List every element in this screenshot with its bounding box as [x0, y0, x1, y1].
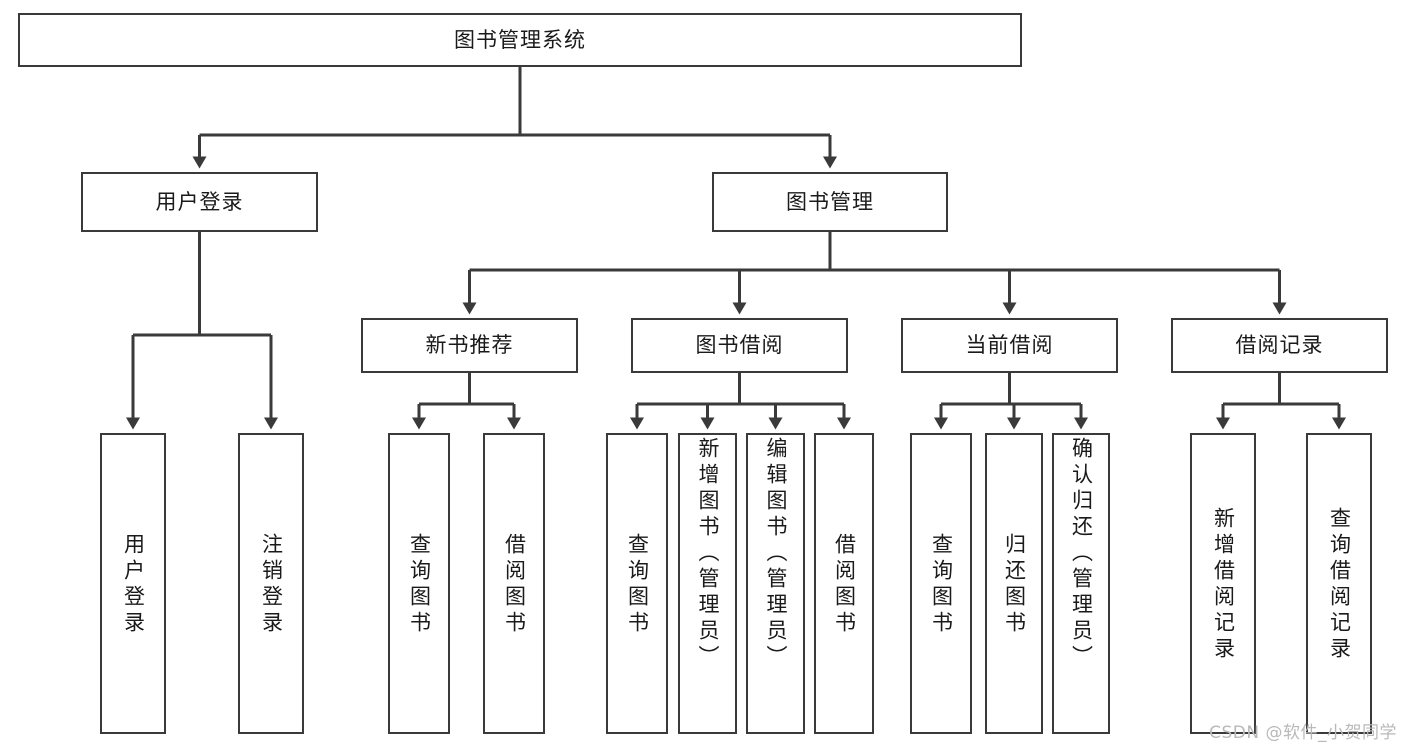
node-current-borrow-label: 当前借阅: [965, 333, 1054, 358]
leaf-query-books-recommend-label: 查询图书: [407, 532, 432, 637]
leaf-query-books-borrow-label: 查询图书: [625, 532, 650, 637]
node-root-label: 图书管理系统: [454, 27, 586, 52]
leaf-borrow-books-label: 借阅图书: [832, 532, 857, 637]
node-book-borrow[interactable]: 图书借阅: [631, 318, 848, 373]
leaf-query-books-current[interactable]: 查询图书: [910, 433, 972, 734]
leaf-add-book-admin-label: 新增图书（管理员）: [696, 437, 720, 671]
node-borrow-records-label: 借阅记录: [1235, 333, 1324, 358]
leaf-add-borrow-record[interactable]: 新增借阅记录: [1190, 433, 1256, 734]
node-user-login[interactable]: 用户登录: [81, 172, 318, 232]
leaf-return-books-label: 归还图书: [1002, 532, 1027, 637]
leaf-edit-book-admin[interactable]: 编辑图书（管理员）: [746, 433, 805, 734]
leaf-add-borrow-record-label: 新增借阅记录: [1211, 506, 1236, 663]
node-current-borrow[interactable]: 当前借阅: [901, 318, 1118, 373]
leaf-query-books-borrow[interactable]: 查询图书: [606, 433, 668, 734]
node-root[interactable]: 图书管理系统: [18, 13, 1022, 67]
csdn-watermark: CSDN @软件_小贺同学: [1209, 723, 1397, 743]
leaf-confirm-return-admin[interactable]: 确认归还（管理员）: [1052, 433, 1110, 734]
leaf-logout-login-label: 注销登录: [259, 532, 284, 637]
node-borrow-records[interactable]: 借阅记录: [1171, 318, 1388, 373]
leaf-query-books-recommend[interactable]: 查询图书: [388, 433, 450, 734]
leaf-borrow-books[interactable]: 借阅图书: [814, 433, 874, 734]
node-new-book-recommend-label: 新书推荐: [425, 333, 514, 358]
node-book-management-label: 图书管理: [786, 189, 874, 214]
leaf-add-book-admin[interactable]: 新增图书（管理员）: [678, 433, 737, 734]
node-book-borrow-label: 图书借阅: [695, 333, 784, 358]
node-book-management[interactable]: 图书管理: [712, 172, 948, 232]
leaf-logout-login[interactable]: 注销登录: [238, 433, 304, 734]
node-user-login-label: 用户登录: [155, 189, 244, 214]
leaf-edit-book-admin-label: 编辑图书（管理员）: [764, 437, 788, 671]
leaf-query-borrow-record-label: 查询借阅记录: [1327, 506, 1352, 663]
leaf-query-books-current-label: 查询图书: [929, 532, 954, 637]
node-new-book-recommend[interactable]: 新书推荐: [361, 318, 578, 373]
leaf-return-books[interactable]: 归还图书: [985, 433, 1043, 734]
leaf-borrow-books-recommend[interactable]: 借阅图书: [483, 433, 545, 734]
leaf-user-login[interactable]: 用户登录: [100, 433, 166, 734]
leaf-confirm-return-admin-label: 确认归还（管理员）: [1069, 437, 1094, 671]
leaf-user-login-label: 用户登录: [121, 532, 146, 637]
leaf-query-borrow-record[interactable]: 查询借阅记录: [1306, 433, 1372, 734]
leaf-borrow-books-recommend-label: 借阅图书: [502, 532, 527, 637]
